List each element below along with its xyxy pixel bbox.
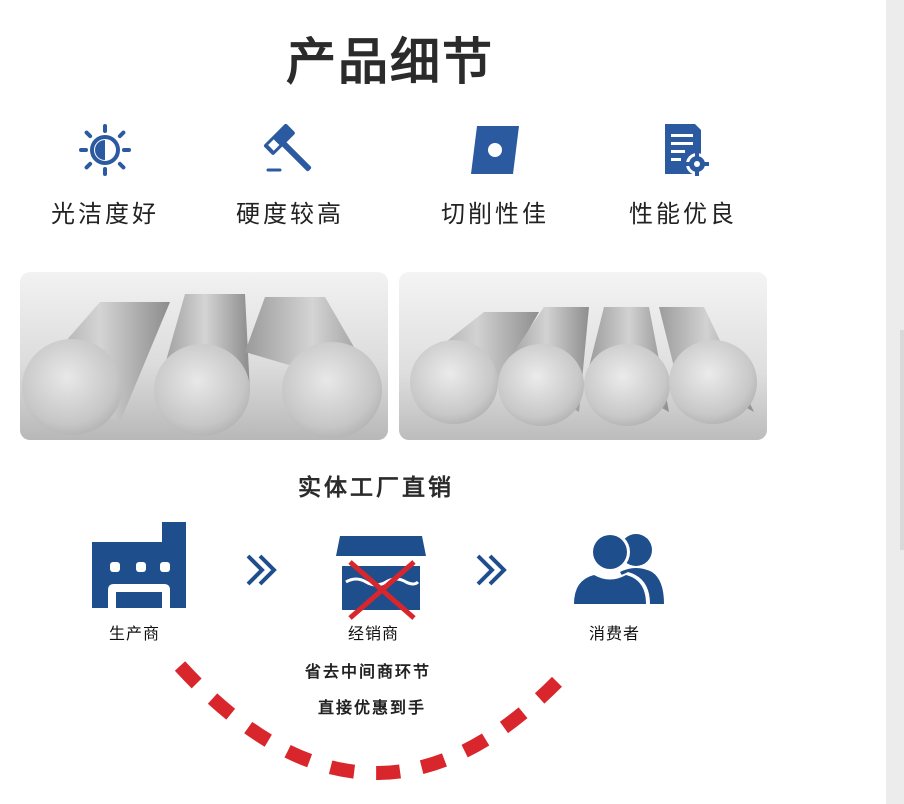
slogan-line-2: 直接优惠到手 — [318, 698, 427, 717]
feature-performance: 性能优良 — [598, 118, 768, 229]
feature-smoothness: 光洁度好 — [20, 118, 190, 229]
double-chevron-right-icon — [246, 554, 277, 586]
feature-label: 硬度较高 — [236, 200, 344, 228]
store-icon — [336, 536, 426, 620]
hammer-icon — [263, 123, 312, 172]
factory-icon — [92, 522, 186, 608]
rods-image — [20, 272, 388, 440]
feature-label: 性能优良 — [629, 200, 737, 228]
consumer-label: 消费者 — [589, 624, 641, 643]
slogan-line-1: 省去中间商环节 — [305, 662, 432, 681]
sun-icon — [79, 124, 131, 176]
product-photo-three-rods — [20, 272, 388, 440]
document-gear-icon — [665, 124, 709, 176]
feature-label: 光洁度好 — [51, 200, 159, 228]
users-icon — [570, 532, 664, 604]
page-edge — [886, 0, 904, 804]
rods-image — [399, 272, 767, 440]
feature-cutting: 切削性佳 — [410, 118, 580, 229]
page-title: 产品细节 — [286, 33, 494, 91]
double-chevron-right-icon — [476, 554, 507, 586]
producer-label: 生产商 — [109, 624, 161, 643]
product-photo-four-rods — [399, 272, 767, 440]
section-title: 实体工厂直销 — [298, 475, 454, 501]
cutting-insert-icon — [471, 126, 519, 174]
feature-hardness: 硬度较高 — [205, 118, 375, 229]
feature-label: 切削性佳 — [441, 200, 549, 228]
dealer-label: 经销商 — [348, 624, 400, 643]
